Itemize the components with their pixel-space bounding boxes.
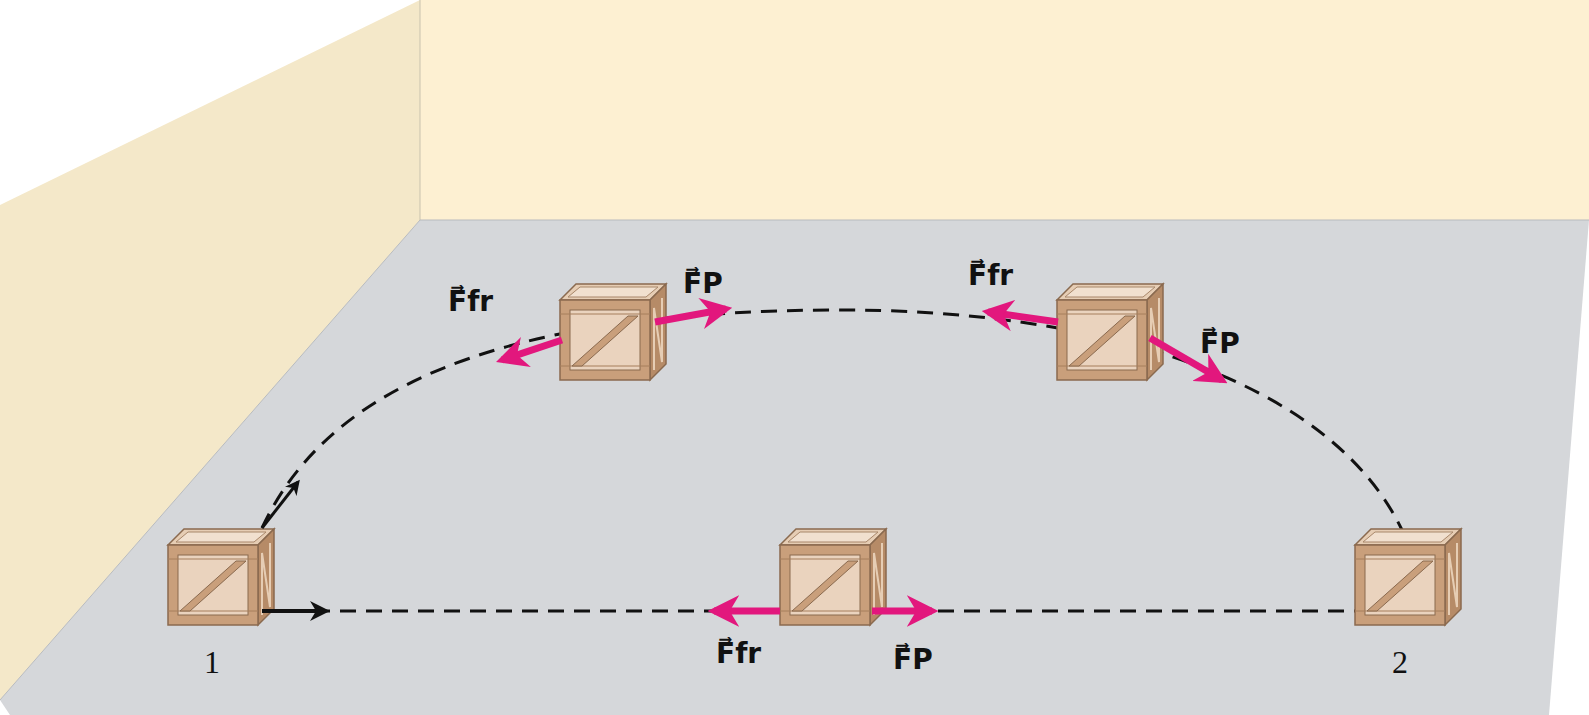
force-label: F⃗fr — [716, 640, 761, 668]
floor — [0, 220, 1589, 715]
direction-arrow — [262, 609, 326, 613]
force-label: F⃗P — [1200, 330, 1240, 358]
crate — [1057, 284, 1163, 380]
friction-arrow — [988, 312, 1058, 322]
curved-path — [262, 310, 1402, 530]
force-label: F⃗fr — [968, 262, 1013, 290]
floor-edge — [0, 220, 420, 700]
back-wall — [420, 0, 1589, 220]
friction-arrow — [714, 608, 780, 615]
force-label: F⃗fr — [448, 288, 493, 316]
floor-edge — [420, 220, 1589, 221]
force-label: F⃗P — [893, 646, 933, 674]
crate — [168, 529, 274, 625]
crate — [560, 284, 666, 380]
friction-arrow — [502, 340, 562, 360]
force-label: F⃗P — [683, 270, 723, 298]
point-number: 1 — [204, 646, 220, 678]
point-number: 2 — [1392, 646, 1408, 678]
push-arrow — [655, 309, 726, 322]
direction-arrow — [262, 482, 298, 528]
crate — [780, 529, 886, 625]
crate — [1355, 529, 1461, 625]
push-arrow — [872, 608, 932, 615]
wall-corner — [420, 0, 421, 220]
